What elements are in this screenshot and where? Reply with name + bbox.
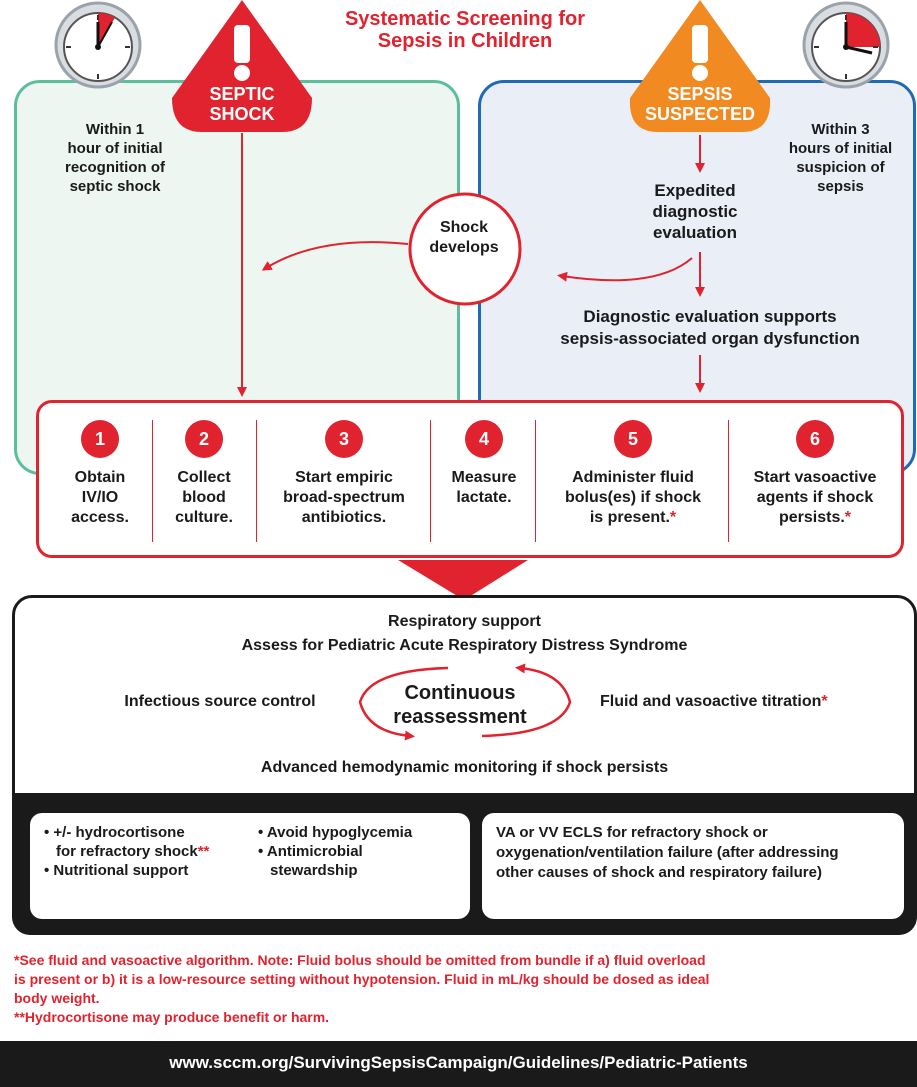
pards-assessment: Assess for Pediatric Acute Respiratory D… xyxy=(241,637,688,654)
step-number: 5 xyxy=(614,420,652,458)
step-6: 6 Start vasoactive agents if shock persi… xyxy=(734,420,896,528)
footnote-marker: ** xyxy=(197,843,210,860)
step-text: Measure lactate. xyxy=(451,469,517,506)
step-divider xyxy=(728,420,729,542)
step-text: Start vasoactive agents if shock persist… xyxy=(753,469,877,526)
sepsis-suspected-badge xyxy=(629,0,771,132)
footnote-fluid: *See fluid and vasoactive algorithm. Not… xyxy=(14,952,710,1006)
continuous-reassessment: Continuous reassessment xyxy=(393,682,527,728)
step-5: 5 Administer fluid bolus(es) if shock is… xyxy=(541,420,725,528)
step-divider xyxy=(256,420,257,542)
footnote-marker: * xyxy=(844,509,852,526)
diagnostic-supports: Diagnostic evaluation supports sepsis-as… xyxy=(560,307,860,348)
step-text: Collect blood culture. xyxy=(175,469,233,526)
step-1: 1 Obtain IV/IO access. xyxy=(52,420,148,528)
step-text: Administer fluid bolus(es) if shock is p… xyxy=(564,469,702,526)
one-hour-note: Within 1 hour of initial recognition of … xyxy=(65,121,165,195)
adjunct-therapies-box: • +/- hydrocortisone for refractory shoc… xyxy=(30,813,470,919)
step-4: 4 Measure lactate. xyxy=(436,420,532,508)
expedited-evaluation: Expedited diagnostic evaluation xyxy=(652,181,738,242)
clock-1-hour-icon xyxy=(54,1,142,89)
step-divider xyxy=(152,420,153,542)
footer-bar xyxy=(0,1041,917,1087)
step-number: 1 xyxy=(81,420,119,458)
ecls-box: VA or VV ECLS for refractory shock or ox… xyxy=(482,813,904,919)
hypoglycemia-item: • Avoid hypoglycemia xyxy=(258,824,413,841)
step-divider xyxy=(535,420,536,542)
flow-graphics xyxy=(54,0,890,600)
sepsis-suspected-label: SEPSIS SUSPECTED xyxy=(644,84,756,124)
shock-develops-label: Shock develops xyxy=(429,219,499,256)
stewardship-item: • Antimicrobial stewardship xyxy=(258,843,363,879)
reassessment-cycle xyxy=(358,663,572,741)
step-number: 4 xyxy=(465,420,503,458)
step-number: 6 xyxy=(796,420,834,458)
source-control: Infectious source control xyxy=(124,693,316,710)
page-title: Systematic Screening for Sepsis in Child… xyxy=(344,8,586,52)
step-divider xyxy=(430,420,431,542)
septic-shock-label: SEPTIC SHOCK xyxy=(209,84,275,124)
respiratory-support: Respiratory support xyxy=(388,613,541,630)
fluid-vasoactive-titration: Fluid and vasoactive titration* xyxy=(600,693,828,710)
hemodynamic-monitoring: Advanced hemodynamic monitoring if shock… xyxy=(260,759,669,776)
step-number: 2 xyxy=(185,420,223,458)
step-3: 3 Start empiric broad-spectrum antibioti… xyxy=(262,420,426,528)
shock-develops-circle xyxy=(408,192,522,306)
step-text: Obtain IV/IO access. xyxy=(71,469,129,526)
clock-3-hours-icon xyxy=(802,1,890,89)
step-number: 3 xyxy=(325,420,363,458)
ecls-text: VA or VV ECLS for refractory shock or ox… xyxy=(496,824,839,881)
step-2: 2 Collect blood culture. xyxy=(158,420,250,528)
footnote-marker: * xyxy=(821,693,828,710)
three-hours-note: Within 3 hours of initial suspicion of s… xyxy=(788,121,893,195)
footnote-marker: * xyxy=(669,509,677,526)
down-chevron xyxy=(398,560,528,600)
footer-link[interactable]: www.sccm.org/SurvivingSepsisCampaign/Gui… xyxy=(169,1053,748,1072)
footnote-hydrocortisone: **Hydrocortisone may produce benefit or … xyxy=(14,1009,330,1025)
hydrocortisone-item: • +/- hydrocortisone for refractory shoc… xyxy=(44,824,210,860)
septic-shock-badge xyxy=(172,0,312,132)
step-text: Start empiric broad-spectrum antibiotics… xyxy=(283,469,405,526)
nutrition-item: • Nutritional support xyxy=(44,862,189,879)
